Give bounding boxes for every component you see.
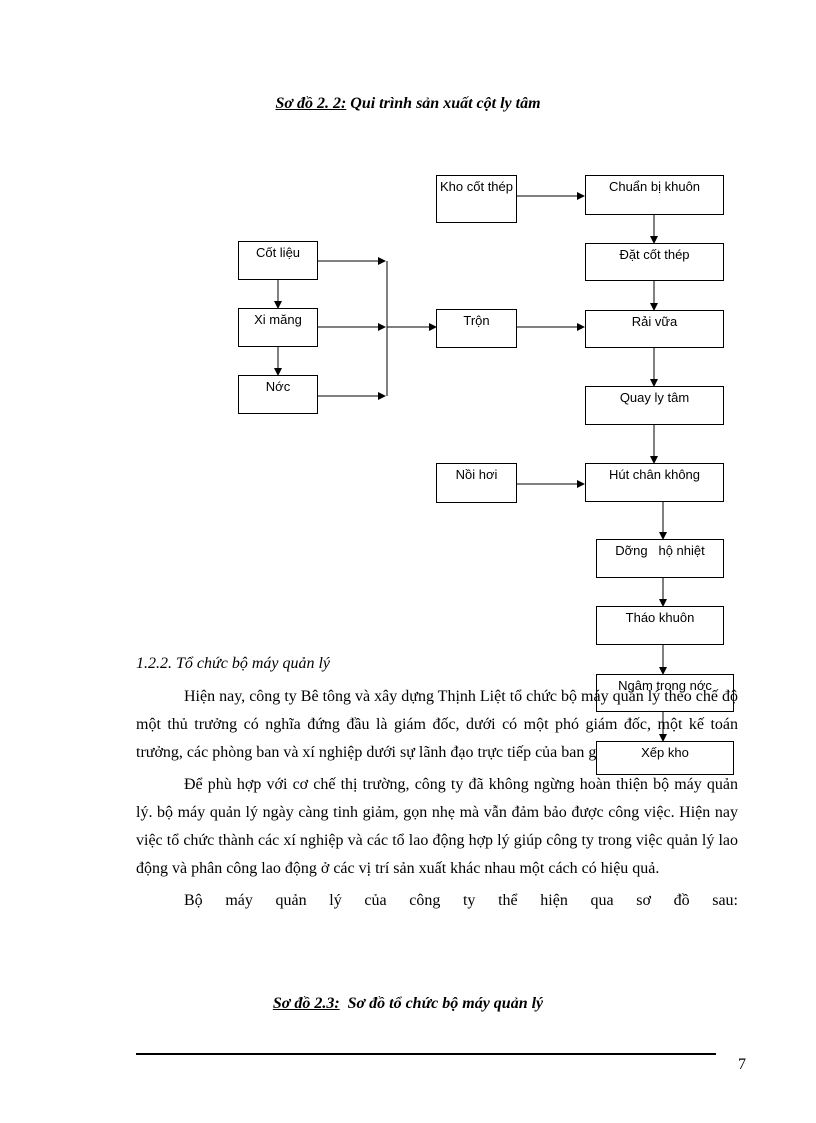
node-kho-cot-thep: Kho cốt thép — [436, 175, 517, 223]
footer-rule — [136, 1053, 716, 1055]
node-thao-khuon: Tháo khuôn — [596, 606, 724, 645]
node-noi-hoi: Nồi hơi — [436, 463, 517, 503]
node-xi-mang: Xi măng — [238, 308, 318, 347]
diagram-title-2-label: Sơ đồ 2.3: — [272, 995, 340, 1012]
node-hut-chan-khong: Hút chân không — [585, 463, 724, 502]
page-number: 7 — [738, 1056, 746, 1073]
diagram-title-2-text: Sơ đồ tổ chức bộ máy quản lý — [339, 995, 544, 1012]
diagram-title-2: Sơ đồ 2.3: Sơ đồ tổ chức bộ máy quản lý — [0, 995, 816, 1013]
node-dat-cot-thep: Đặt cốt thép — [585, 243, 724, 281]
node-xep-kho: Xếp kho — [596, 741, 734, 775]
node-quay-ly-tam: Quay ly tâm — [585, 386, 724, 425]
diagram-title-label: Sơ đồ 2. 2: — [275, 95, 347, 112]
diagram-title: Sơ đồ 2. 2: Qui trình sản xuất cột ly tâ… — [0, 95, 816, 113]
section-heading: 1.2.2. Tổ chức bộ máy quản lý — [136, 655, 331, 672]
body-text: Hiện nay, công ty Bê tông và xây dựng Th… — [136, 683, 738, 915]
paragraph-1: Hiện nay, công ty Bê tông và xây dựng Th… — [136, 688, 738, 761]
paragraph-2: Để phù hợp với cơ chế thị trường, công t… — [136, 776, 738, 877]
node-tron: Trộn — [436, 309, 517, 348]
node-rai-vua: Rải vữa — [585, 310, 724, 348]
diagram-title-text: Qui trình sản xuất cột ly tâm — [346, 95, 541, 112]
node-chuan-bi-khuon: Chuẩn bị khuôn — [585, 175, 724, 215]
node-ngam-trong-nuoc: Ngâm trong nớc — [596, 674, 734, 712]
node-dong-ho-nhiet: Dỡng hộ nhiệt — [596, 539, 724, 578]
paragraph-3: Bộ máy quản lý của công ty thể hiện qua … — [184, 892, 738, 909]
node-cot-lieu: Cốt liệu — [238, 241, 318, 280]
node-nuoc: Nớc — [238, 375, 318, 414]
